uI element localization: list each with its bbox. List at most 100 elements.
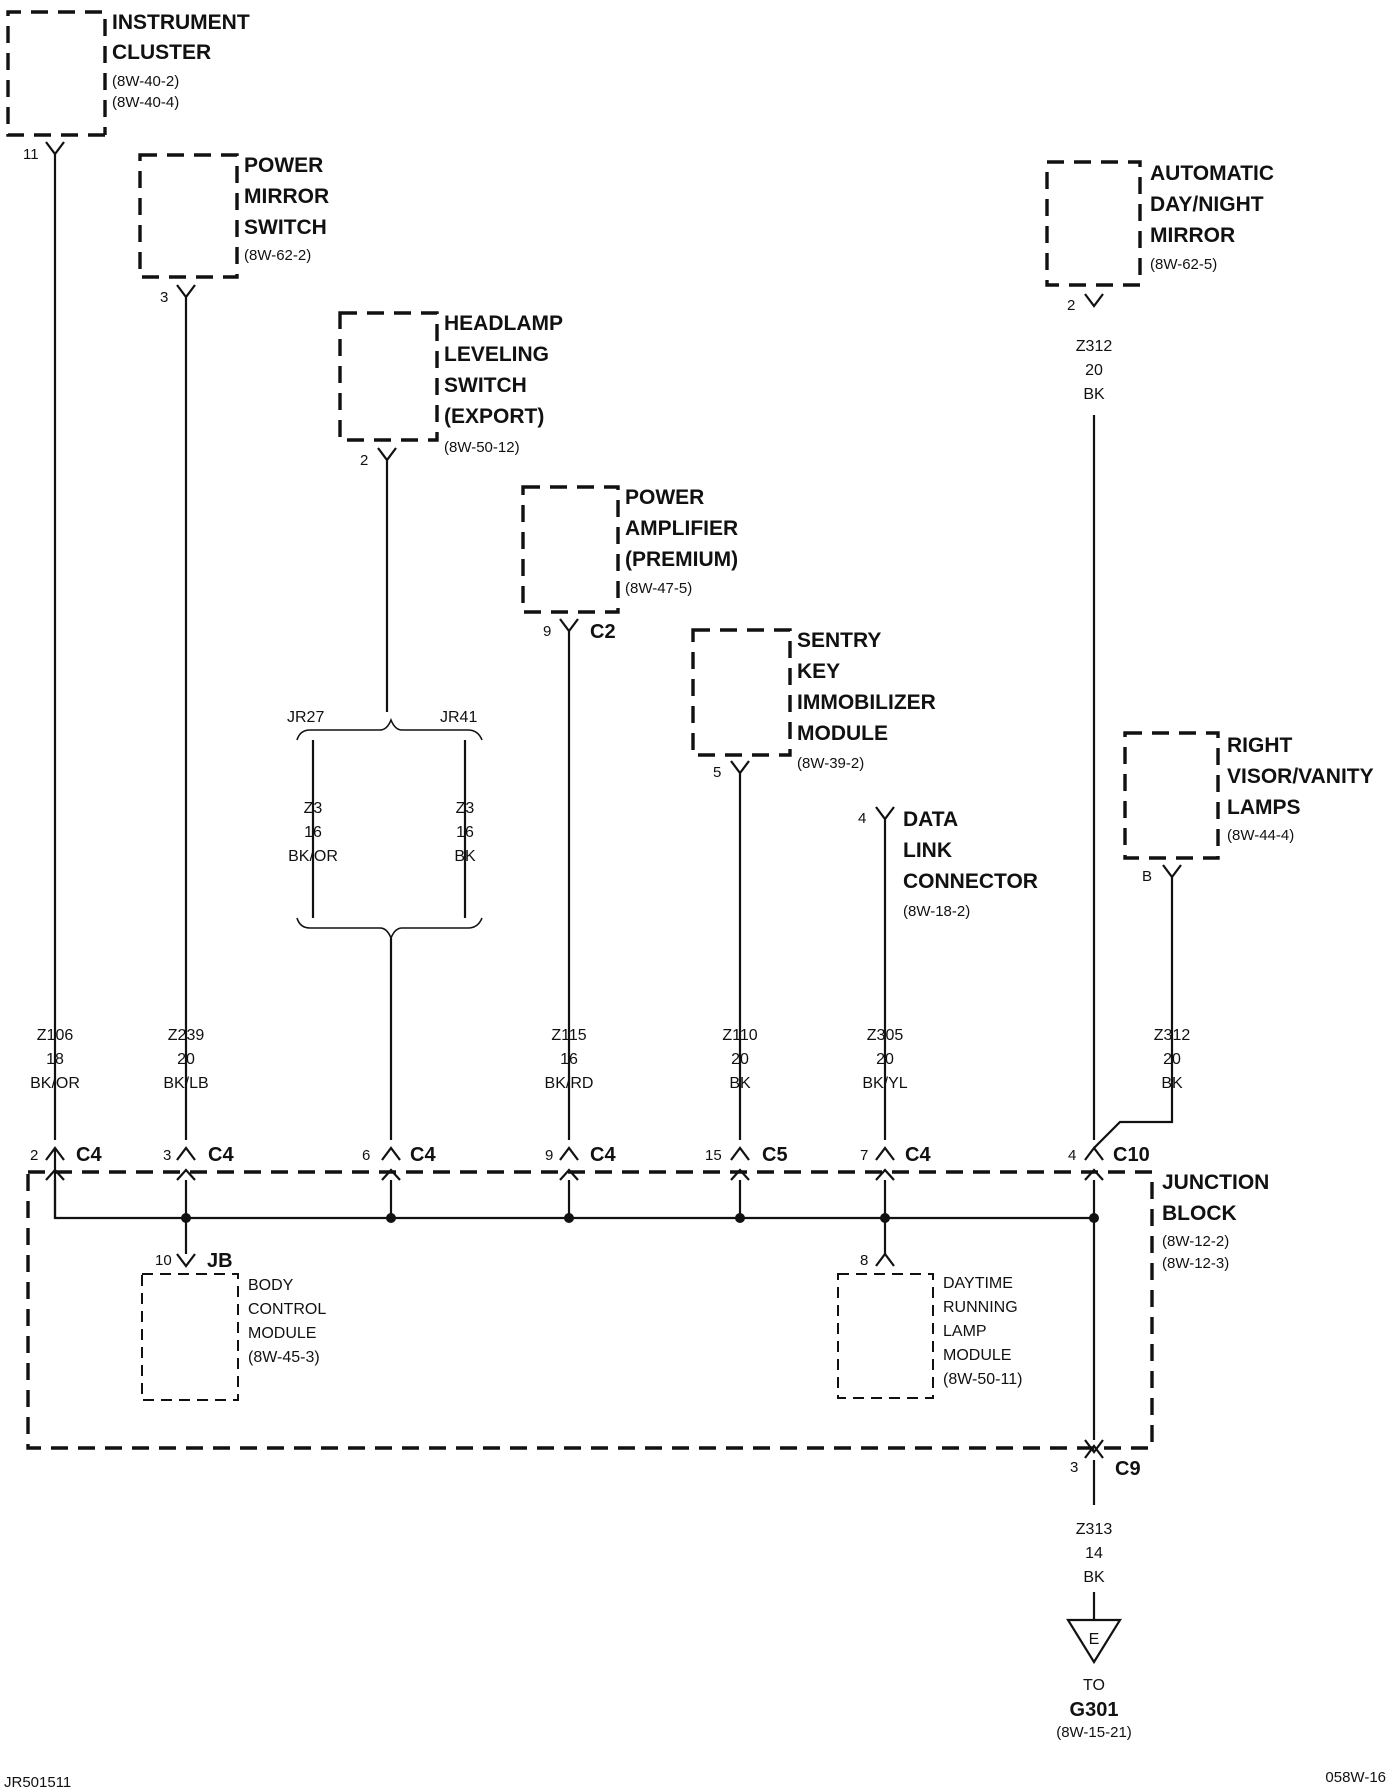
wire-z312-lower-color: BK: [1161, 1075, 1183, 1092]
splice-label-jr41: JR41: [440, 709, 477, 726]
bcm-box: [141, 1273, 239, 1401]
jb-pin-4: 9: [545, 1147, 553, 1164]
wire-z115-id: Z115: [551, 1027, 586, 1044]
bus-node-2: [386, 1213, 396, 1223]
auto-day-night-mirror: AUTOMATIC DAY/NIGHT MIRROR (8W-62-5) 2 Z…: [1045, 160, 1274, 1140]
junction-block-ref-1: (8W-12-2): [1162, 1233, 1229, 1250]
splice-label-jr27: JR27: [287, 709, 324, 726]
c9-terminal-inner: [1084, 1439, 1104, 1454]
sentry-pin: 5: [713, 764, 721, 781]
sentry-title-4: MODULE: [797, 722, 888, 745]
mirror-title-1: AUTOMATIC: [1150, 162, 1274, 185]
drl-pin: 8: [860, 1252, 868, 1269]
wire-z312-top-gauge: 20: [1085, 362, 1103, 379]
instrument-cluster-ref-2: (8W-40-4): [112, 94, 179, 111]
drl-title-2: RUNNING: [943, 1299, 1018, 1316]
dlc-pin: 4: [858, 810, 866, 827]
wire-z110-id: Z110: [722, 1027, 757, 1044]
jb-conn-7: C10: [1113, 1144, 1150, 1166]
ground-name: G301: [1070, 1699, 1119, 1721]
instrument-cluster-pin: 11: [23, 146, 39, 163]
mirror-terminal: [1084, 293, 1104, 308]
jb-conn-5: C5: [762, 1144, 788, 1166]
headlamp-title-1: HEADLAMP: [444, 312, 563, 335]
dlc-title-3: CONNECTOR: [903, 870, 1038, 893]
power-mirror-title-3: SWITCH: [244, 216, 327, 239]
footer-left-code: JR501511: [4, 1774, 71, 1791]
wire-z312-top-color: BK: [1083, 386, 1105, 403]
wire-z239-id: Z239: [168, 1027, 205, 1044]
power-mirror-title-1: POWER: [244, 154, 323, 177]
headlamp-title-2: LEVELING: [444, 343, 549, 366]
wire-z106-id: Z106: [37, 1027, 74, 1044]
sentry-ref: (8W-39-2): [797, 755, 864, 772]
headlamp-leveling-switch: HEADLAMP LEVELING SWITCH (EXPORT) (8W-50…: [338, 311, 563, 712]
wire-z239-gauge: 20: [177, 1051, 195, 1068]
instrument-cluster-title-1: INSTRUMENT: [112, 11, 250, 34]
instrument-cluster: INSTRUMENT CLUSTER (8W-40-2) (8W-40-4) 1…: [6, 10, 250, 1140]
bcm-pin: 10: [155, 1252, 172, 1269]
wire-z3-left-gauge: 16: [304, 824, 322, 841]
jb-pin-3: 6: [362, 1147, 370, 1164]
sentry-title-1: SENTRY: [797, 629, 881, 652]
wire-z313-gauge: 14: [1085, 1545, 1103, 1562]
drl-box: [837, 1273, 934, 1399]
ground-to: TO: [1083, 1677, 1105, 1694]
wire-z312-top-id: Z312: [1076, 338, 1113, 355]
visor-pin: B: [1142, 868, 1152, 885]
wire-z3-right-color: BK: [454, 848, 476, 865]
amplifier-title-1: POWER: [625, 486, 704, 509]
ground-output: 3 C9 Z313 14 BK E TO G301 (8W-15-21): [1056, 1439, 1141, 1741]
junction-block-title-1: JUNCTION: [1162, 1171, 1269, 1194]
headlamp-pin: 2: [360, 452, 368, 469]
bus-node-3: [564, 1213, 574, 1223]
amplifier-title-3: (PREMIUM): [625, 548, 738, 571]
amplifier-connector: C2: [590, 621, 616, 643]
jb-pin-5: 15: [705, 1147, 722, 1164]
bus-node-4: [735, 1213, 745, 1223]
wire-z106: [45, 141, 65, 1140]
bcm-title-3: MODULE: [248, 1325, 316, 1342]
dlc-title-2: LINK: [903, 839, 952, 862]
drl-title-3: LAMP: [943, 1323, 987, 1340]
visor-ref: (8W-44-4): [1227, 827, 1294, 844]
mirror-ref: (8W-62-5): [1150, 256, 1217, 273]
junction-block-title-2: BLOCK: [1162, 1202, 1237, 1225]
wire-headlamp-feed: [377, 447, 397, 712]
wire-z312-lower-id: Z312: [1154, 1027, 1191, 1044]
jb-conn-4: C4: [590, 1144, 616, 1166]
wire-z115-gauge: 16: [560, 1051, 578, 1068]
right-visor-lamps: RIGHT VISOR/VANITY LAMPS (8W-44-4) B: [1093, 731, 1374, 1149]
wire-z106-color: BK/OR: [30, 1075, 80, 1092]
instrument-cluster-title-2: CLUSTER: [112, 41, 211, 64]
jb-conn-3: C4: [410, 1144, 436, 1166]
ground-symbol: E: [1089, 1631, 1100, 1648]
wire-z3-right-id: Z3: [456, 800, 475, 817]
ground-ref: (8W-15-21): [1056, 1724, 1132, 1741]
wire-z313-id: Z313: [1076, 1521, 1113, 1538]
instrument-cluster-ref-1: (8W-40-2): [112, 73, 179, 90]
ground-triangle-icon: [1066, 1618, 1122, 1665]
splice-jr27-jr41: JR27 JR41 Z3 16 BK/OR Z3 16 BK: [287, 709, 483, 1140]
dlc-title-1: DATA: [903, 808, 958, 831]
drl-terminal: [875, 1252, 895, 1267]
wire-z312-lower-gauge: 20: [1163, 1051, 1181, 1068]
wire-z110-gauge: 20: [731, 1051, 749, 1068]
wire-z305-gauge: 20: [876, 1051, 894, 1068]
wire-labels: Z106 18 BK/OR Z239 20 BK/LB Z115 16 BK/R…: [30, 1027, 1190, 1092]
amplifier-pin: 9: [543, 623, 551, 640]
headlamp-title-4: (EXPORT): [444, 405, 544, 428]
bcm-title-1: BODY: [248, 1277, 294, 1294]
junction-block-connectors: 2 C4 3 C4 6 C4 9 C4 15 C5 7 C4 4 C10: [30, 1144, 1150, 1218]
visor-title-2: VISOR/VANITY: [1227, 765, 1374, 788]
sentry-title-2: KEY: [797, 660, 840, 683]
footer-right-code: 058W-16: [1325, 1769, 1386, 1786]
bus-node-6: [1089, 1213, 1099, 1223]
amplifier-title-2: AMPLIFIER: [625, 517, 738, 540]
power-mirror-pin: 3: [160, 289, 168, 306]
wire-z3-right-gauge: 16: [456, 824, 474, 841]
wire-z305-id: Z305: [867, 1027, 904, 1044]
visor-title-1: RIGHT: [1227, 734, 1293, 757]
drl-title-5: (8W-50-11): [943, 1371, 1022, 1388]
